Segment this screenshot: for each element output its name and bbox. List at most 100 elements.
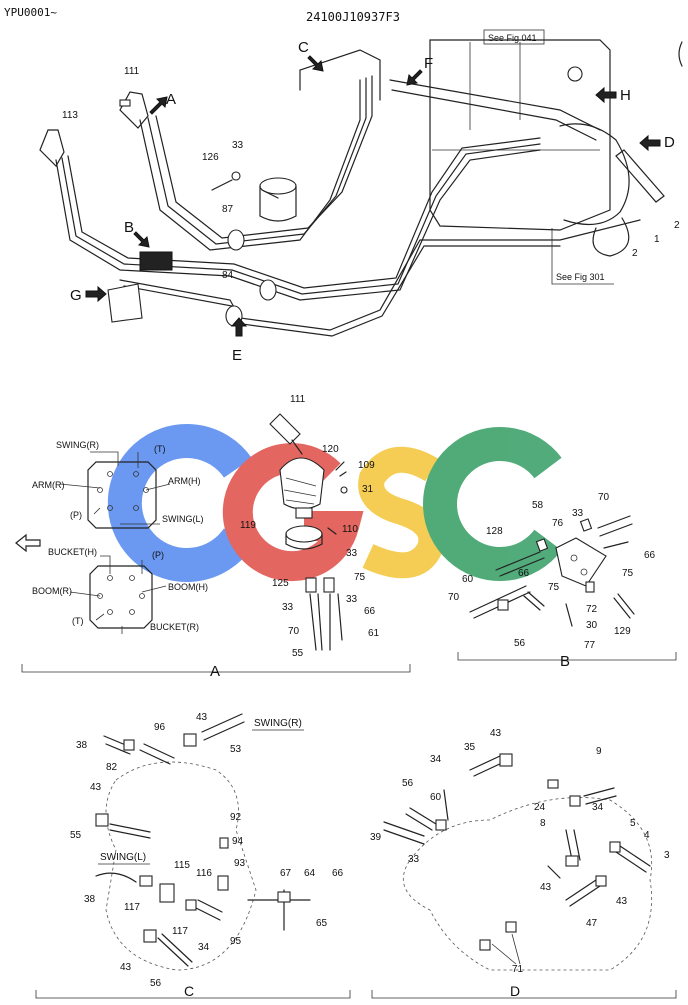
- part-number: 61: [368, 628, 380, 639]
- pump-housing: [559, 123, 630, 226]
- detail-d-bracket: [371, 990, 677, 999]
- part-number: 43: [90, 782, 102, 793]
- part-number: 58: [532, 500, 544, 511]
- ref-fig-301: See Fig 301: [556, 272, 605, 282]
- part-number: 82: [106, 762, 118, 773]
- ref-box-fig-041: [483, 29, 545, 45]
- top-part-numbers: 111 113 126 33 87 84 2 1 2: [62, 66, 680, 281]
- part-number: 33: [346, 548, 358, 559]
- part-number: 75: [354, 572, 366, 583]
- view-letter-h: H: [620, 87, 631, 104]
- view-letter-d: D: [664, 134, 675, 151]
- port-label-t-lower: (T): [72, 616, 84, 626]
- part-number: 70: [448, 592, 460, 603]
- part-number: 66: [364, 606, 376, 617]
- port-label-swing-r-c: SWING(R): [254, 718, 302, 729]
- part-number: 65: [316, 918, 328, 929]
- part-number: 71: [512, 964, 524, 975]
- fitting-75: [323, 577, 335, 593]
- margin-mark: [678, 41, 683, 67]
- valve-body: [285, 525, 323, 543]
- direction-arrow-icon: [15, 533, 41, 553]
- part-number: 9: [596, 746, 602, 757]
- part-number: 38: [84, 894, 96, 905]
- view-arrow-d: D: [639, 134, 675, 152]
- part-number: 110: [342, 524, 358, 535]
- part-number: 109: [358, 460, 375, 471]
- part-number: 2: [632, 248, 638, 259]
- part-number: 66: [332, 868, 344, 879]
- part-number: 128: [486, 526, 503, 537]
- part-number: 43: [490, 728, 502, 739]
- part-number: 76: [552, 518, 564, 529]
- part-number: 75: [622, 568, 634, 579]
- pilot-valve-port-plate-lower: [89, 565, 153, 629]
- view-arrow-g: G: [70, 285, 107, 304]
- part-number: 75: [548, 582, 560, 593]
- part-number: 30: [586, 620, 598, 631]
- part-number: 56: [514, 638, 526, 649]
- view-arrow-h: H: [595, 86, 631, 104]
- part-number: 33: [232, 140, 244, 151]
- part-number: 96: [154, 722, 166, 733]
- detail-b-bracket: [457, 652, 677, 661]
- part-number: 53: [230, 744, 242, 755]
- part-number: 116: [196, 868, 212, 879]
- part-number: 33: [282, 602, 294, 613]
- part-number: 111: [290, 394, 306, 405]
- detail-label-c: C: [184, 983, 194, 999]
- view-arrow-a: A: [149, 91, 176, 115]
- part-number: 2: [674, 220, 680, 231]
- part-number: 60: [430, 792, 442, 803]
- part-number: 92: [230, 812, 242, 823]
- detail-a: SWING(R) (T) ARM(R) ARM(H) (P) SWING(L) …: [15, 394, 411, 680]
- part-number: 43: [540, 882, 552, 893]
- part-number: 33: [408, 854, 420, 865]
- part-number: 47: [586, 918, 598, 929]
- part-number: 66: [518, 568, 530, 579]
- part-number: 113: [62, 110, 78, 121]
- part-number: 43: [196, 712, 208, 723]
- page-code: YPU0001~: [4, 6, 57, 19]
- view-arrow-c: C: [298, 39, 324, 72]
- port-label-swing-r: SWING(R): [56, 440, 99, 450]
- part-number: 67: [280, 868, 292, 879]
- part-number: 125: [272, 578, 289, 589]
- part-number: 117: [172, 926, 188, 937]
- part-number: 1: [654, 234, 660, 245]
- part-number: 111: [124, 66, 140, 77]
- detail-a-bracket: [21, 664, 411, 673]
- part-number: 84: [222, 270, 234, 281]
- left-joystick-handle: [39, 129, 65, 167]
- part-number: 95: [230, 936, 242, 947]
- part-number: 24: [534, 802, 546, 813]
- detail-label-d: D: [510, 983, 520, 999]
- part-number: 33: [346, 594, 358, 605]
- part-number: 56: [150, 978, 162, 989]
- port-label-boom-r: BOOM(R): [32, 586, 72, 596]
- part-number: 66: [644, 550, 656, 561]
- valve-block-b: [139, 251, 173, 271]
- part-number: 5: [630, 818, 636, 829]
- grommet-87: [227, 229, 245, 251]
- view-letter-b: B: [124, 219, 134, 236]
- ref-fig-041: See Fig 041: [488, 33, 537, 43]
- part-number: 126: [202, 152, 219, 163]
- port-label-swing-l-c: SWING(L): [100, 852, 146, 863]
- engine-block: [429, 39, 611, 231]
- control-valve-outline: [105, 761, 257, 971]
- part-number: 34: [430, 754, 442, 765]
- part-number: 55: [70, 830, 82, 841]
- port-label-arm-r: ARM(R): [32, 480, 65, 490]
- view-letter-a: A: [166, 91, 176, 108]
- part-number: 60: [462, 574, 474, 585]
- breather-cap-icon: [567, 66, 583, 82]
- manifold-block: [555, 537, 607, 587]
- part-number: 34: [198, 942, 210, 953]
- port-label-swing-l: SWING(L): [162, 514, 204, 524]
- port-label-bucket-h: BUCKET(H): [48, 547, 97, 557]
- detail-label-b: B: [560, 653, 570, 670]
- part-number: 93: [234, 858, 246, 869]
